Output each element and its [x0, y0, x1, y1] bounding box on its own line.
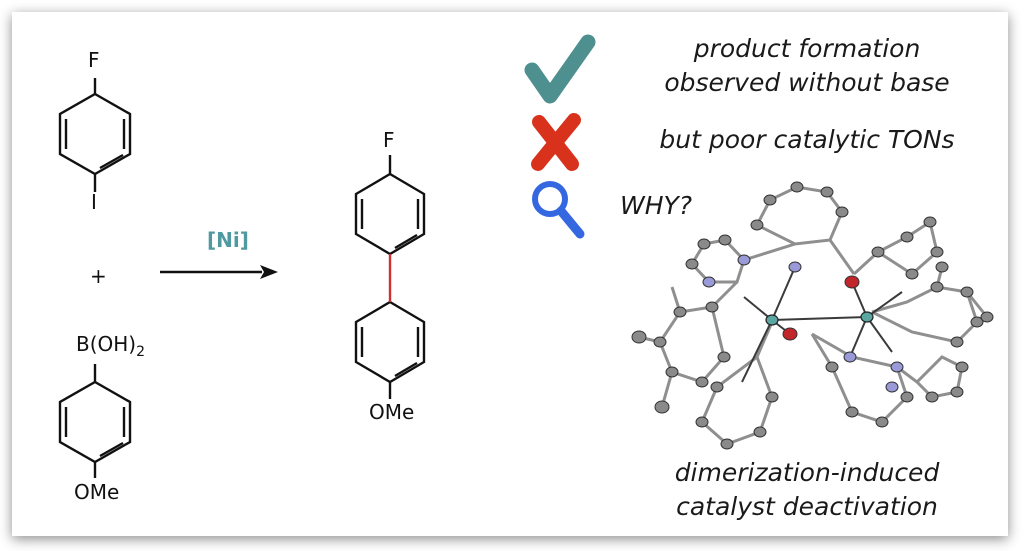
finding-line: product formation [693, 34, 921, 63]
conclusion-text: dimerization-induced catalyst deactivati… [627, 456, 987, 524]
reactant2-methoxy-label: OMe [74, 480, 120, 504]
cross-icon [531, 113, 581, 171]
catalyst-label: [Ni] [207, 228, 249, 252]
finding-poor-tons: but poor catalytic TONs [627, 123, 987, 157]
finding-line: but poor catalytic TONs [659, 125, 955, 154]
reaction-arrow [160, 265, 278, 279]
finding-line: observed without base [664, 68, 950, 97]
check-icon [524, 34, 596, 104]
product-methoxy-label: OMe [369, 400, 415, 424]
graphical-abstract: F I + B(OH)2 OMe [Ni] F OMe product form… [12, 12, 1008, 536]
conclusion-line: dimerization-induced [674, 458, 940, 487]
boron-subscript: 2 [136, 344, 146, 360]
reactant-fluoroiodobenzene [58, 78, 132, 192]
magnifier-icon [532, 181, 585, 239]
finding-why: WHY? [620, 189, 692, 223]
reaction-scheme [58, 34, 994, 478]
product-fluorine-label: F [383, 128, 395, 152]
finding-product-formation: product formation observed without base [627, 32, 987, 100]
conclusion-line: catalyst deactivation [676, 492, 938, 521]
finding-line: WHY? [620, 191, 693, 220]
reactant-boronic-acid [58, 364, 132, 478]
plus-sign: + [90, 264, 107, 288]
boron-group: B(OH) [76, 332, 137, 356]
boronic-acid-label: B(OH)2 [76, 332, 145, 360]
reactant1-fluorine-label: F [88, 48, 100, 72]
reactant1-iodine-label: I [91, 190, 97, 214]
crystal-structure [631, 181, 994, 450]
